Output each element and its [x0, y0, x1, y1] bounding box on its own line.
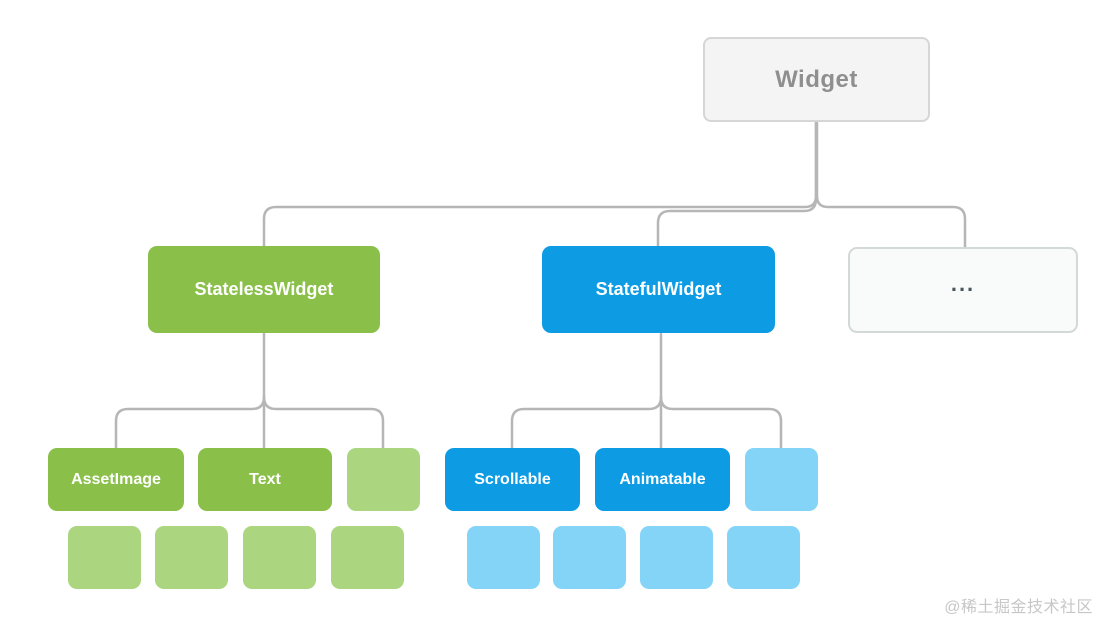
placeholder-node-blue [640, 526, 713, 589]
node-animatable-label: Animatable [619, 470, 706, 488]
connector-widget-more [815, 121, 967, 250]
connector-widget-stateful [656, 121, 818, 249]
node-scrollable: Scrollable [445, 448, 580, 511]
node-text: Text [198, 448, 332, 511]
node-asset-image: AssetImage [48, 448, 184, 511]
ellipsis-label: ... [950, 271, 976, 296]
node-widget-label: Widget [775, 65, 858, 93]
placeholder-node-green [155, 526, 228, 589]
node-stateful-widget: StatefulWidget [542, 246, 775, 333]
connector-stateful-scrollable [510, 395, 663, 450]
placeholder-node-green [347, 448, 420, 511]
placeholder-node-blue [727, 526, 800, 589]
node-stateful-widget-label: StatefulWidget [595, 279, 722, 299]
node-scrollable-label: Scrollable [474, 470, 551, 488]
placeholder-node-green [331, 526, 404, 589]
node-more-ellipsis: ... [848, 247, 1078, 333]
connector-stateless-assetimage [114, 395, 266, 450]
placeholder-node-green [68, 526, 141, 589]
node-stateless-widget: StatelessWidget [148, 246, 380, 333]
connector-stateful-placeholder [659, 395, 783, 450]
connector-widget-stateless [262, 121, 818, 249]
placeholder-node-green [243, 526, 316, 589]
node-asset-image-label: AssetImage [71, 470, 161, 488]
placeholder-node-blue [745, 448, 818, 511]
placeholder-node-blue [553, 526, 626, 589]
node-widget: Widget [703, 37, 930, 122]
node-animatable: Animatable [595, 448, 730, 511]
connector-stateless-placeholder [262, 395, 385, 450]
placeholder-node-blue [467, 526, 540, 589]
node-stateless-widget-label: StatelessWidget [194, 279, 334, 299]
node-text-label: Text [249, 470, 281, 488]
watermark-text: @稀土掘金技术社区 [944, 599, 1093, 616]
